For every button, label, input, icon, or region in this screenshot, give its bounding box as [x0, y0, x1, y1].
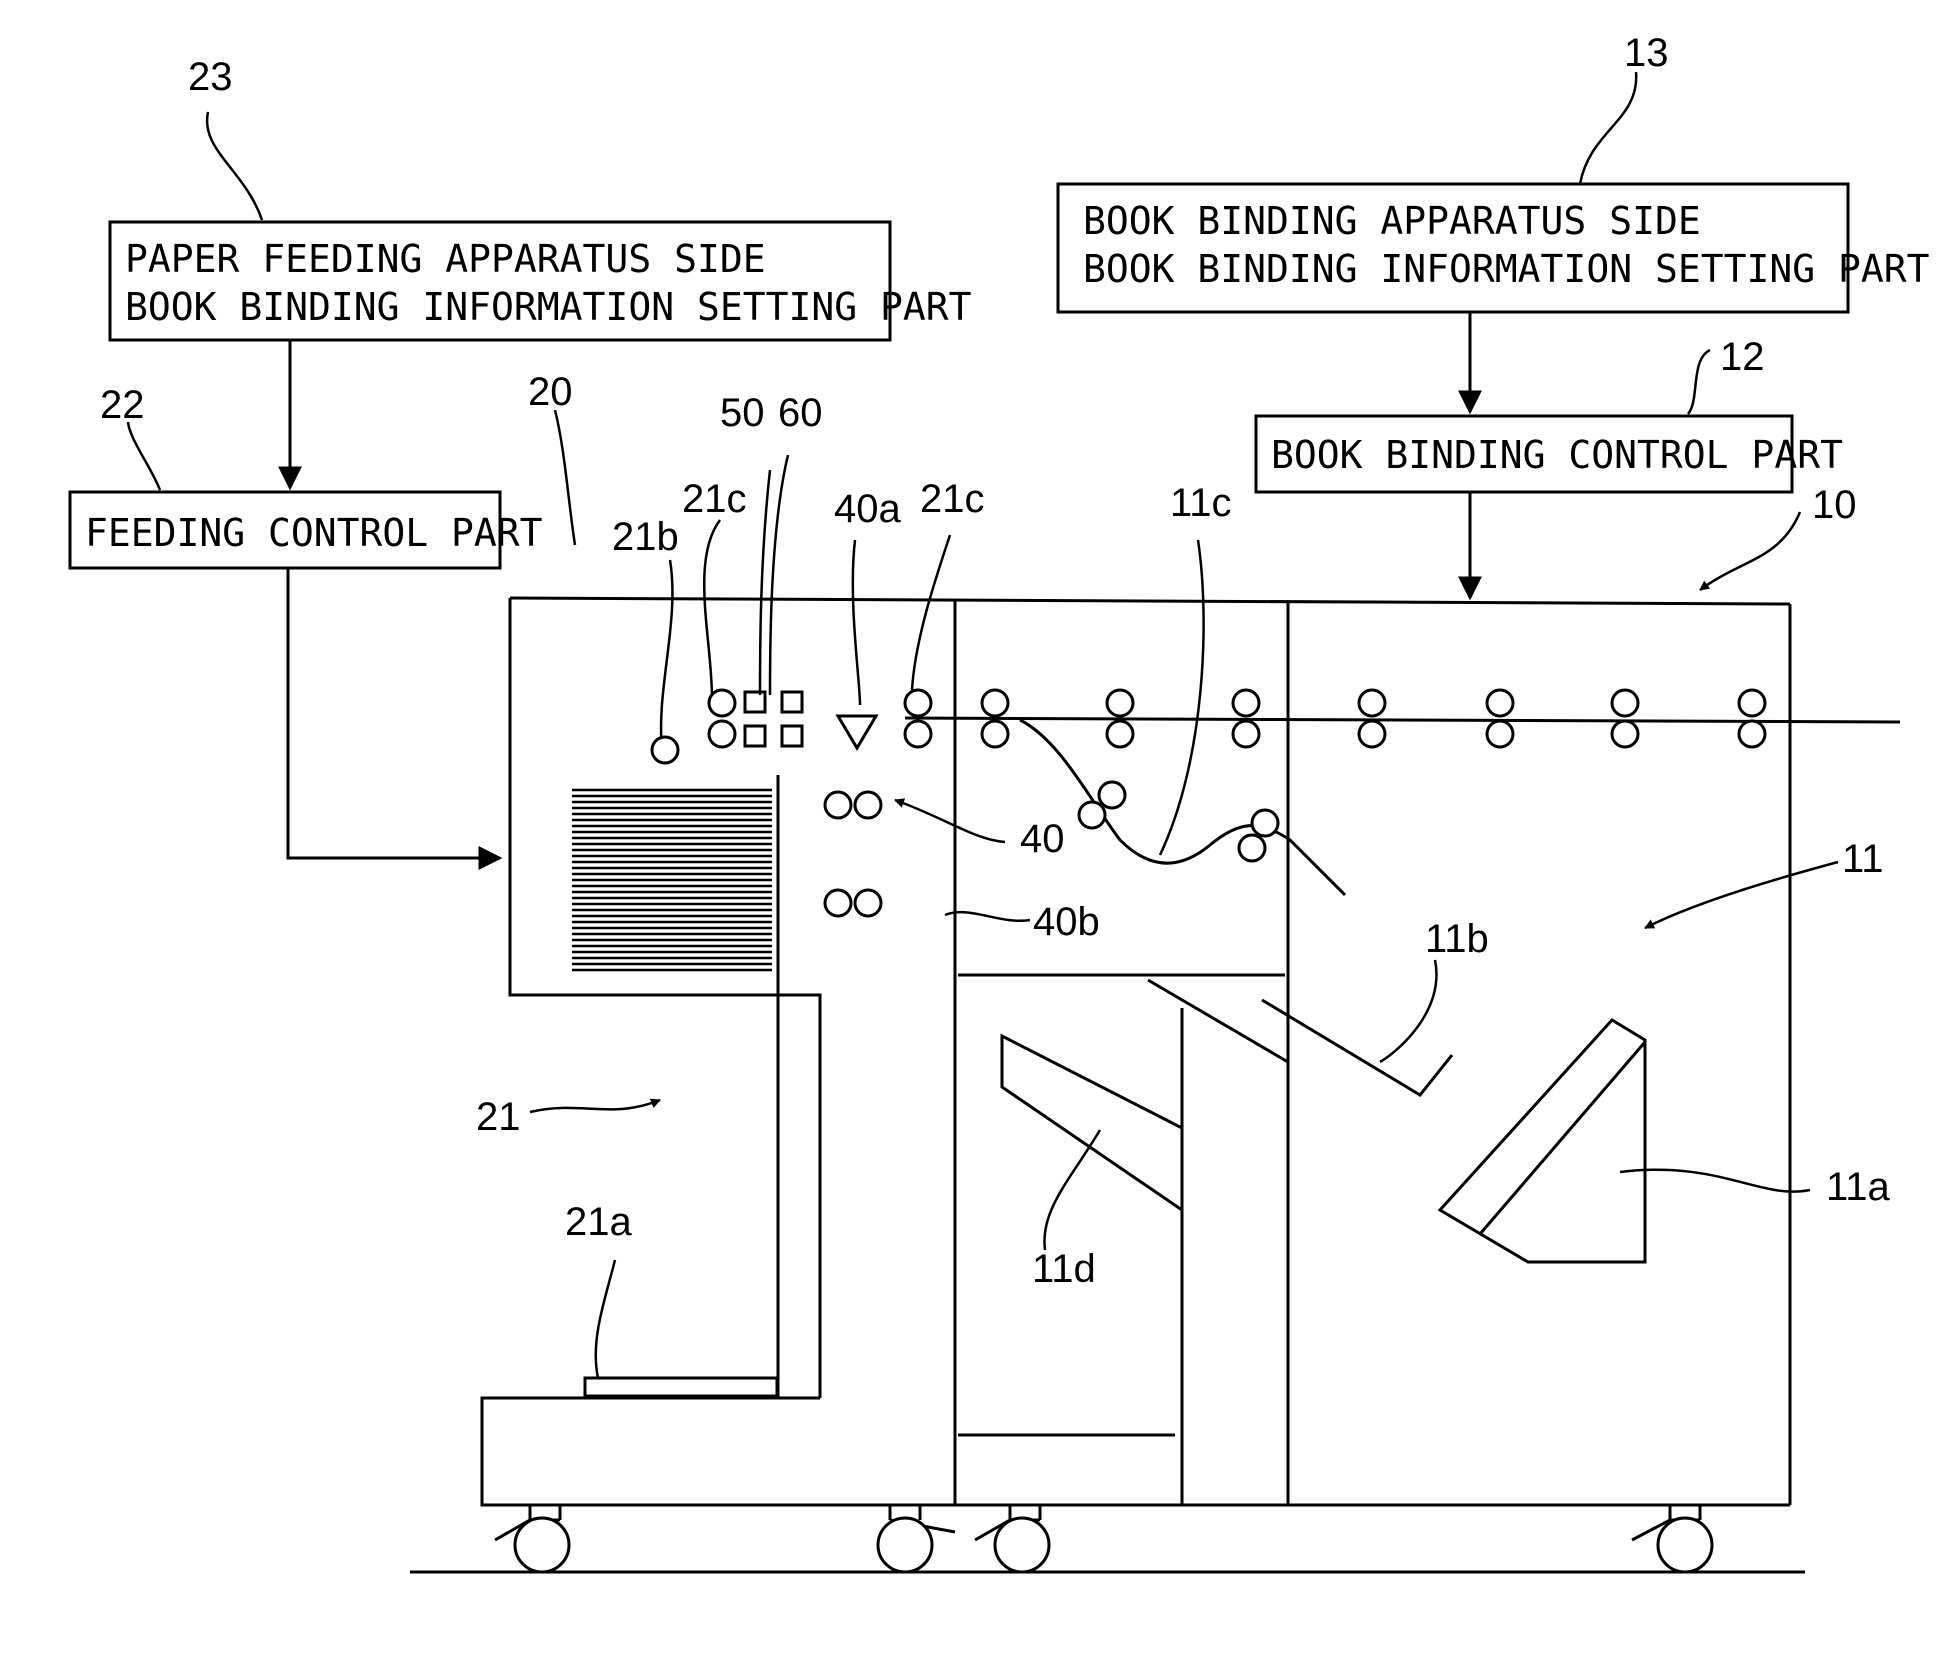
tray-11b: [1262, 1000, 1452, 1095]
ref-13: 13: [1624, 31, 1669, 75]
binding-side-line1: BOOK BINDING APPARATUS SIDE: [1083, 199, 1701, 243]
ref-21a: 21a: [565, 1200, 632, 1244]
binding-control-box: BOOK BINDING CONTROL PART: [1256, 416, 1843, 492]
ref-21c-left: 21c: [682, 477, 747, 521]
ref-12: 12: [1720, 335, 1765, 379]
curved-path-11c: [1020, 720, 1345, 895]
detector-triangle: [838, 716, 876, 748]
ref-50: 50: [720, 391, 765, 435]
pickup-roller: [652, 737, 678, 763]
ref-40a: 40a: [834, 487, 901, 531]
binding-side-setting-box: BOOK BINDING APPARATUS SIDE BOOK BINDING…: [1058, 184, 1929, 312]
paper-side-line2: BOOK BINDING INFORMATION SETTING PART: [125, 285, 971, 329]
paper-stack: [572, 790, 772, 970]
ref-21: 21: [476, 1095, 521, 1139]
binding-side-line2: BOOK BINDING INFORMATION SETTING PART: [1083, 247, 1929, 291]
feeding-control-label: FEEDING CONTROL PART: [85, 511, 543, 555]
ref-60: 60: [778, 391, 823, 435]
paper-feeding-side-setting-box: PAPER FEEDING APPARATUS SIDE BOOK BINDIN…: [110, 222, 971, 340]
stacker-11a: [1440, 1020, 1645, 1262]
tray-11d: [1002, 980, 1288, 1210]
machine-body: [482, 598, 1790, 1505]
paper-side-line1: PAPER FEEDING APPARATUS SIDE: [125, 237, 766, 281]
feeding-control-box: FEEDING CONTROL PART: [70, 492, 543, 568]
ref-20: 20: [528, 370, 573, 414]
ref-11b: 11b: [1425, 917, 1489, 961]
inserter-rollers: [825, 792, 881, 916]
ref-10: 10: [1812, 483, 1857, 527]
ref-21c-right: 21c: [920, 477, 985, 521]
ref-11d: 11d: [1032, 1247, 1096, 1291]
control-arrows: [288, 312, 1470, 858]
ref-11a: 11a: [1826, 1165, 1891, 1209]
casters: [495, 1505, 1712, 1572]
binding-control-label: BOOK BINDING CONTROL PART: [1271, 433, 1843, 477]
paper-tray-plate: [585, 1378, 777, 1396]
ref-11: 11: [1842, 837, 1884, 881]
ref-40: 40: [1020, 817, 1065, 861]
ref-11c: 11c: [1170, 481, 1232, 525]
sensors: [745, 692, 802, 746]
ref-22: 22: [100, 383, 145, 427]
ref-21b: 21b: [612, 515, 679, 559]
ref-40b: 40b: [1033, 900, 1100, 944]
ref-23: 23: [188, 55, 233, 99]
